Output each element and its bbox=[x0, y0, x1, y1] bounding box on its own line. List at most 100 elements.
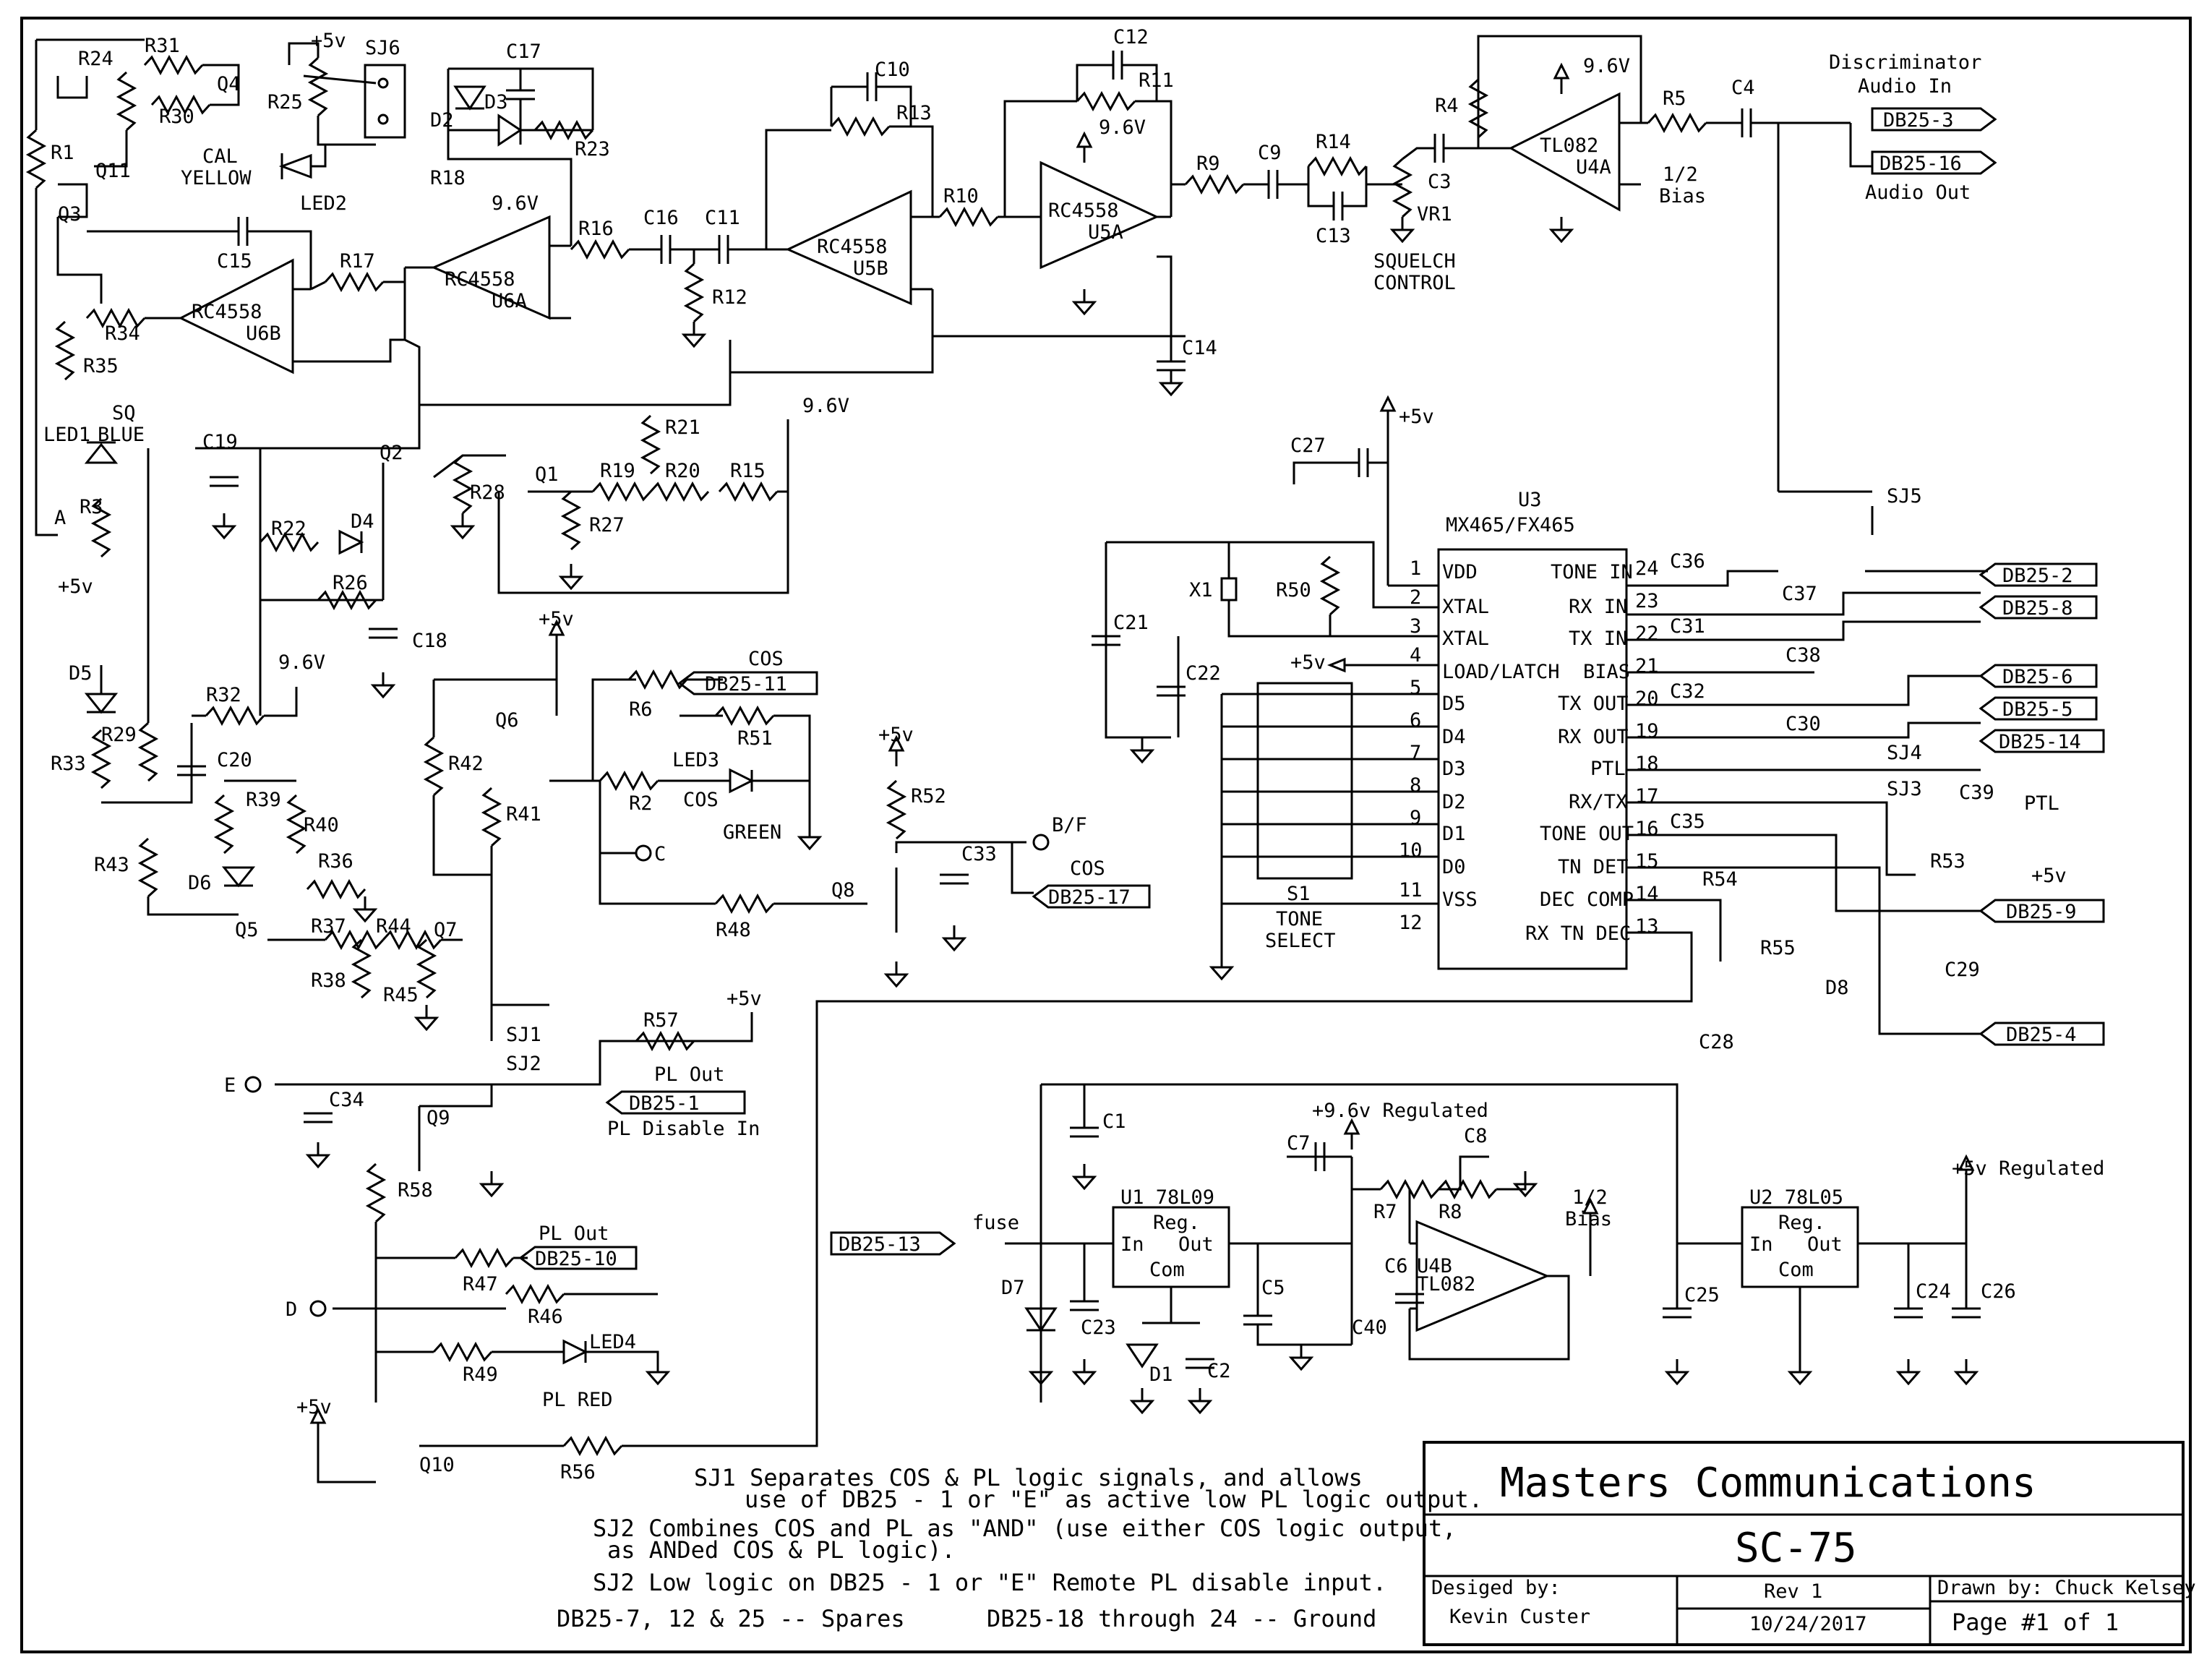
label-select: SELECT bbox=[1265, 930, 1336, 952]
model-name: SC-75 bbox=[1735, 1525, 1857, 1572]
label-D1: D1 bbox=[1149, 1363, 1173, 1386]
db25-13: DB25-13 bbox=[839, 1233, 921, 1256]
company-name: Masters Communications bbox=[1500, 1460, 2036, 1507]
label-96v-u6a: 9.6V bbox=[492, 192, 539, 215]
db25-14: DB25-14 bbox=[1999, 731, 2081, 753]
opamp-u4b bbox=[1415, 1220, 1550, 1332]
label-S1: S1 bbox=[1287, 883, 1311, 905]
label-SJ5: SJ5 bbox=[1887, 485, 1922, 508]
label-R43: R43 bbox=[94, 854, 129, 876]
label-R50: R50 bbox=[1276, 579, 1311, 601]
u6b-part: RC4558 bbox=[192, 301, 262, 323]
u3-pin-name: TX OUT bbox=[1558, 693, 1629, 715]
label-96v-u5a: 9.6V bbox=[1099, 116, 1146, 139]
u3-pin-num: 4 bbox=[1410, 644, 1421, 667]
label-cos-led: COS bbox=[683, 789, 719, 811]
label-D: D bbox=[286, 1298, 297, 1321]
label-LED4: LED4 bbox=[589, 1331, 636, 1353]
u3-pin-num: 3 bbox=[1410, 615, 1421, 638]
label-C4: C4 bbox=[1731, 77, 1755, 99]
label-C31: C31 bbox=[1670, 615, 1705, 638]
u3-pin-num: 5 bbox=[1410, 677, 1421, 699]
u3-pin-num: 21 bbox=[1635, 655, 1659, 677]
u3-pin-num: 23 bbox=[1635, 590, 1659, 612]
label-cos-top: COS bbox=[748, 648, 784, 670]
label-bias2: Bias bbox=[1565, 1208, 1612, 1230]
u3-pin-num: 17 bbox=[1635, 785, 1659, 808]
label-R26: R26 bbox=[333, 572, 368, 594]
u3-pin-name: TONE OUT bbox=[1540, 823, 1634, 845]
label-R47: R47 bbox=[463, 1273, 498, 1296]
label-audio-in: Audio In bbox=[1858, 75, 1952, 98]
label-D4: D4 bbox=[351, 510, 374, 533]
label-C5: C5 bbox=[1261, 1277, 1285, 1299]
label-C: C bbox=[654, 843, 666, 865]
tone-select-switch[interactable] bbox=[1220, 682, 1439, 954]
u3-pin-num: 7 bbox=[1410, 742, 1421, 764]
label-A: A bbox=[54, 507, 66, 529]
label-D5: D5 bbox=[69, 662, 93, 685]
label-half2: 1/2 bbox=[1572, 1186, 1608, 1209]
label-C24: C24 bbox=[1916, 1280, 1951, 1303]
label-pl-out: PL Out bbox=[654, 1063, 725, 1086]
label-SJ3: SJ3 bbox=[1887, 778, 1922, 800]
label-D3: D3 bbox=[484, 91, 508, 114]
label-bf: B/F bbox=[1052, 814, 1087, 836]
u3-pin-num: 20 bbox=[1635, 688, 1659, 710]
u3-pin-name: RX/TX bbox=[1569, 791, 1627, 813]
label-R34: R34 bbox=[105, 322, 140, 345]
label-squelch: SQUELCH bbox=[1373, 250, 1456, 273]
label-C13: C13 bbox=[1316, 225, 1351, 247]
label-D8: D8 bbox=[1825, 977, 1849, 999]
u3-pin-name: TX IN bbox=[1569, 628, 1627, 650]
label-R55: R55 bbox=[1760, 937, 1796, 959]
label-C10: C10 bbox=[875, 59, 910, 81]
label-R3: R3 bbox=[80, 496, 103, 518]
u3-pin-name: RX TN DEC bbox=[1525, 922, 1631, 945]
label-96v-top: 9.6V bbox=[1583, 55, 1630, 77]
label-R6: R6 bbox=[629, 698, 653, 721]
label-R14: R14 bbox=[1316, 131, 1351, 153]
label-5v-top: +5v bbox=[311, 30, 346, 52]
label-R13: R13 bbox=[896, 102, 932, 124]
label-pl-red: PL RED bbox=[542, 1389, 613, 1411]
u6a-feedback bbox=[447, 67, 594, 246]
u3-pin-num: 12 bbox=[1399, 912, 1423, 934]
label-LED3: LED3 bbox=[672, 749, 719, 771]
u2-out: Out bbox=[1807, 1233, 1843, 1256]
u3-pin-name: XTAL bbox=[1442, 628, 1489, 650]
u3-pin-name: D3 bbox=[1442, 758, 1466, 780]
u4a-ref: U4A bbox=[1576, 156, 1611, 179]
note-line: use of DB25 - 1 or "E" as active low PL … bbox=[745, 1486, 1483, 1513]
u1-reg: Reg. bbox=[1153, 1212, 1200, 1234]
label-R46: R46 bbox=[528, 1306, 563, 1328]
label-R44: R44 bbox=[376, 915, 411, 938]
label-5v-u3: +5v bbox=[1399, 406, 1434, 428]
label-C29: C29 bbox=[1945, 959, 1980, 981]
label-C33: C33 bbox=[961, 843, 997, 865]
label-R10: R10 bbox=[943, 185, 979, 207]
label-C6: C6 bbox=[1384, 1255, 1408, 1277]
component-labels: R24 R31 R30 Q4 R25 SJ6 R1 Q11 Q3 LED2 R1… bbox=[43, 26, 2016, 1483]
u3-pin-num: 15 bbox=[1635, 850, 1659, 873]
label-C12: C12 bbox=[1113, 26, 1149, 48]
label-C16: C16 bbox=[643, 207, 679, 229]
label-R51: R51 bbox=[737, 727, 773, 750]
u3-pin-num: 6 bbox=[1410, 709, 1421, 732]
label-C17: C17 bbox=[506, 40, 541, 63]
u3-pin-num: 9 bbox=[1410, 807, 1421, 829]
u3-ref: U3 bbox=[1518, 489, 1542, 511]
label-C37: C37 bbox=[1782, 583, 1817, 605]
label-Q8: Q8 bbox=[831, 879, 855, 902]
label-R22: R22 bbox=[271, 518, 306, 540]
label-yellow: YELLOW bbox=[181, 167, 252, 189]
u3-pin-name: D2 bbox=[1442, 791, 1466, 813]
u6b-ref: U6B bbox=[246, 322, 281, 345]
label-R20: R20 bbox=[665, 460, 700, 482]
u3-pin-name: PTL bbox=[1590, 758, 1626, 780]
label-5v-reg: +5v Regulated bbox=[1952, 1157, 2104, 1180]
label-96v-reg: +9.6v Regulated bbox=[1312, 1100, 1488, 1122]
label-C30: C30 bbox=[1786, 713, 1821, 735]
label-SJ6: SJ6 bbox=[365, 37, 400, 59]
u3-pin-num: 19 bbox=[1635, 720, 1659, 742]
